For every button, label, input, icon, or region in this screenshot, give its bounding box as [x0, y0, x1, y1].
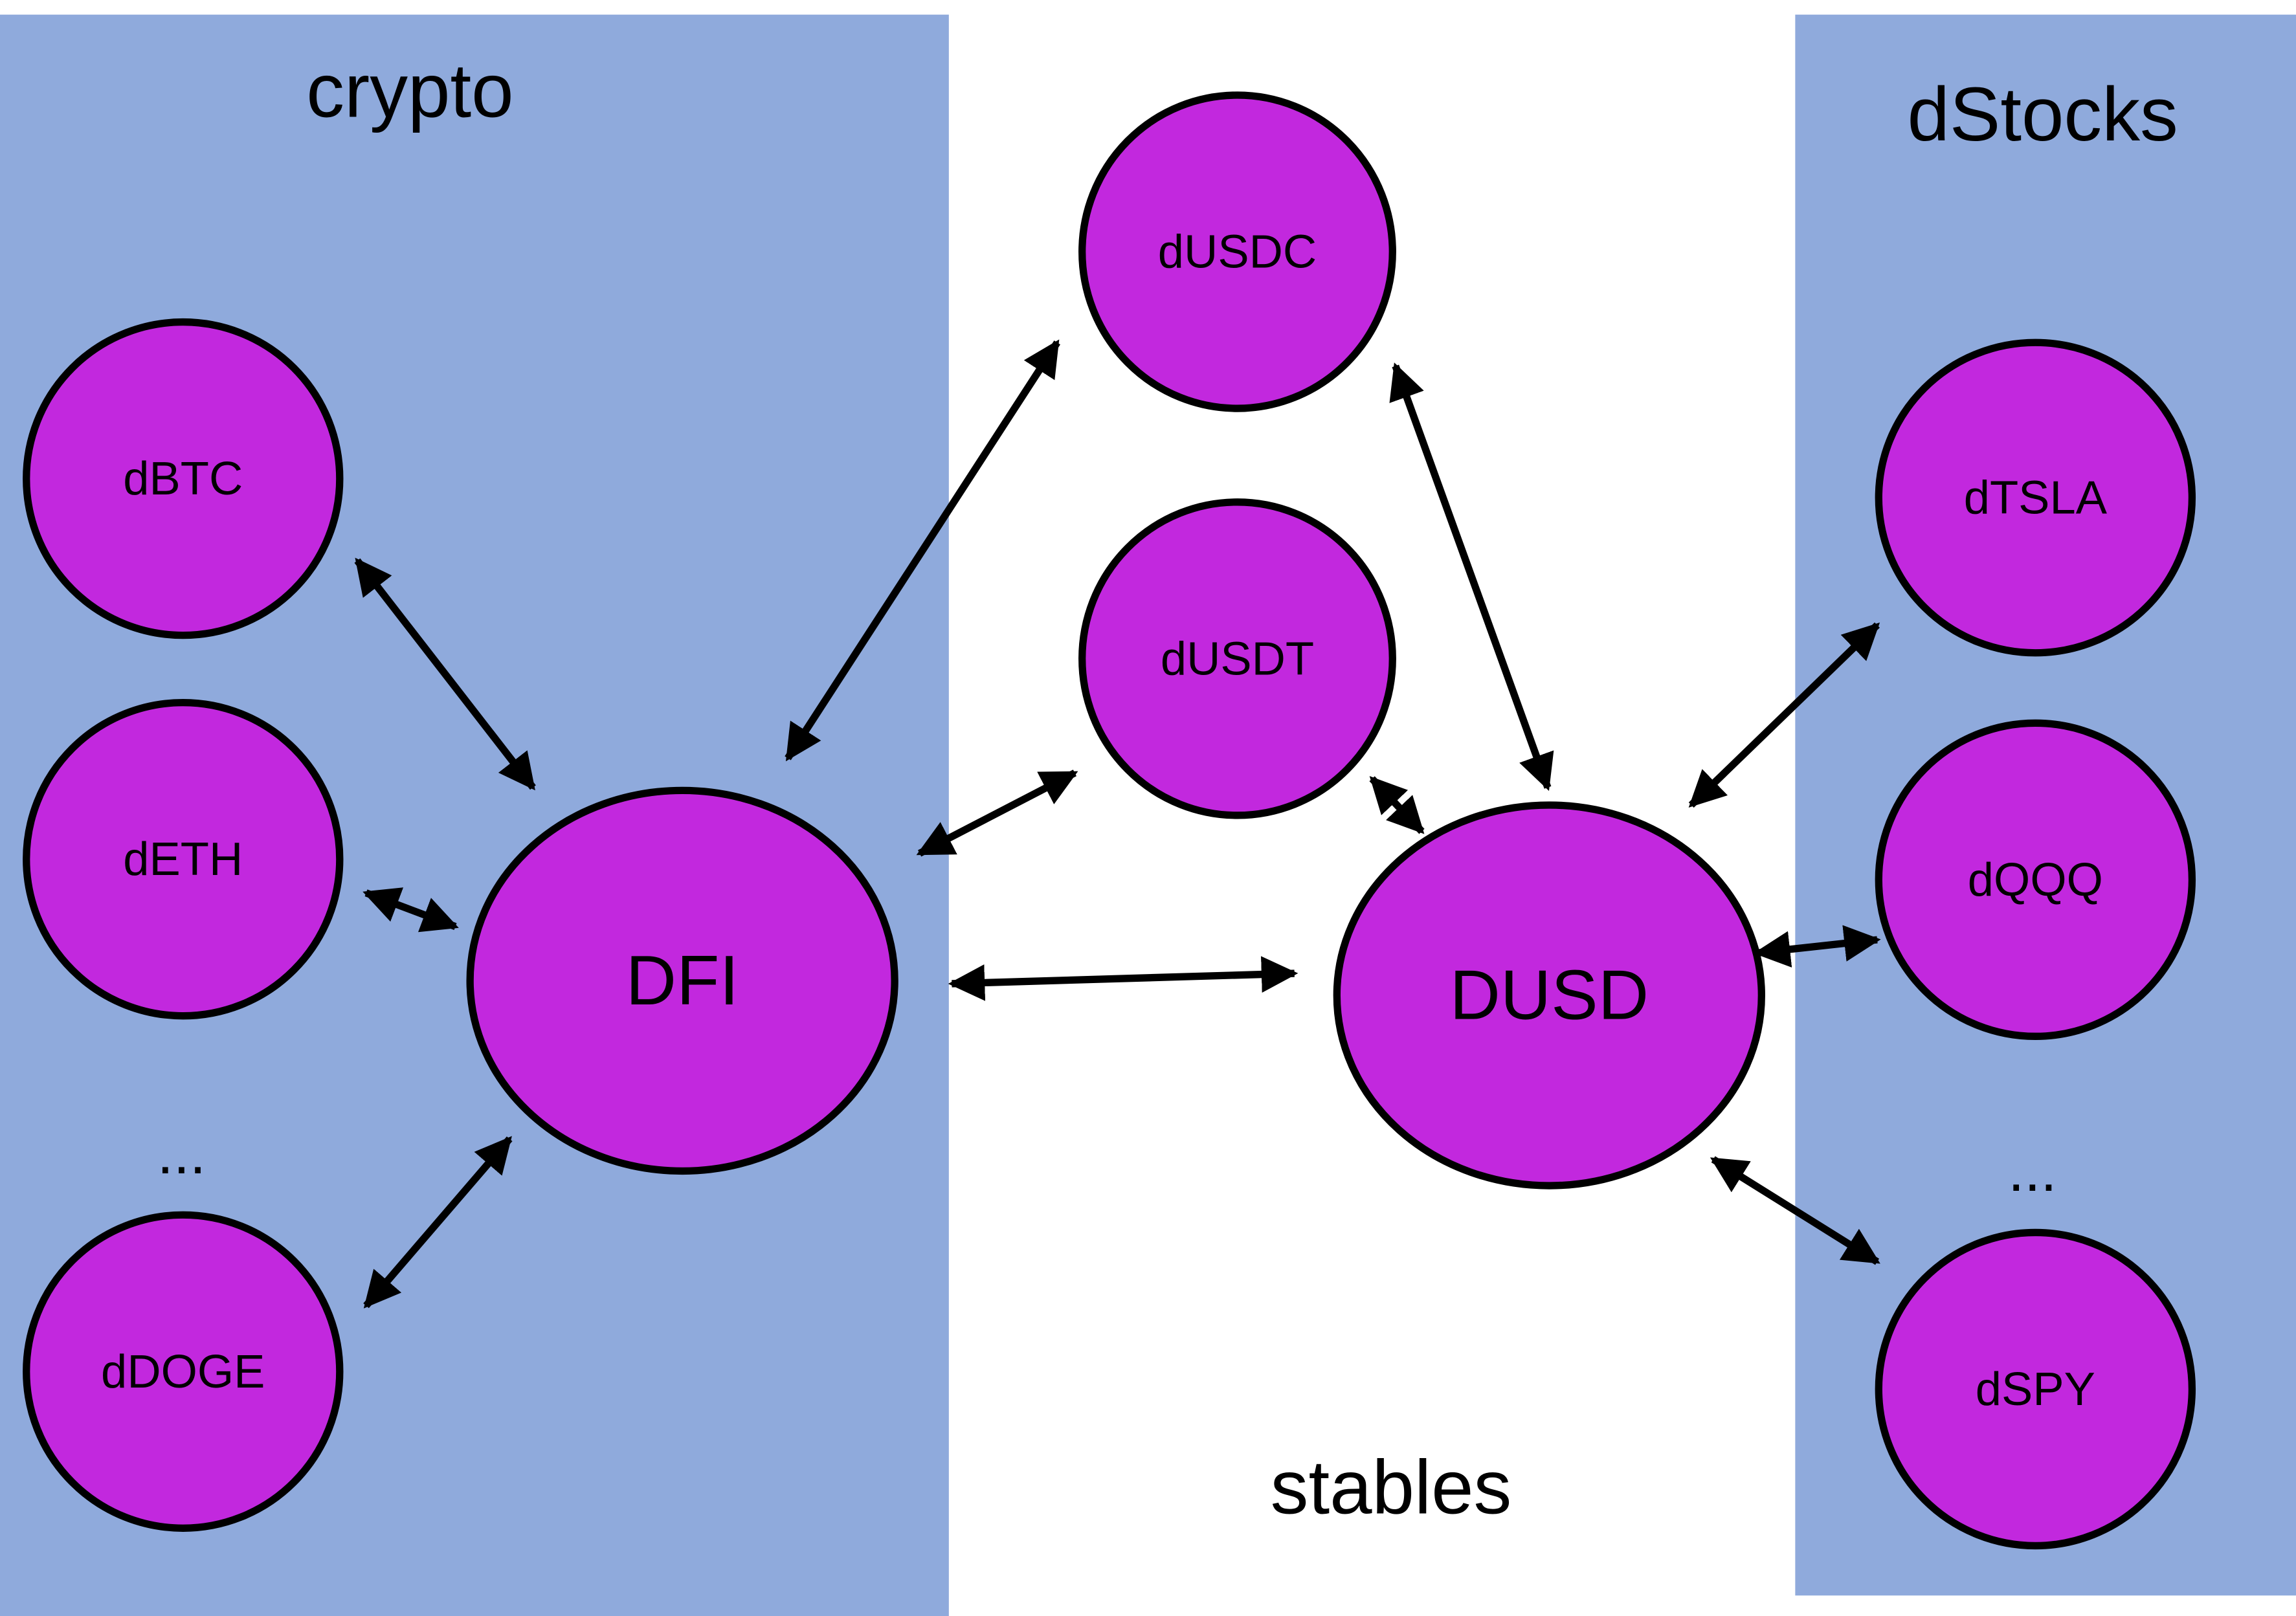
node-label: dBTC [123, 452, 243, 505]
node-shape [1078, 498, 1396, 819]
edge-ddoge-dfi [363, 1136, 513, 1309]
node-ddoge: dDOGE [23, 1211, 344, 1532]
node-label: dQQQ [1968, 854, 2103, 906]
node-label: DUSD [1449, 957, 1649, 1035]
edge-dusd-dqqq [1753, 925, 1881, 968]
node-label: dETH [123, 833, 243, 885]
node-label: DFI [626, 942, 739, 1020]
dstocks-more-ellipsis: ... [2008, 1138, 2056, 1204]
region-label-stables: stables [1271, 1444, 1512, 1529]
nodes-layer: dBTC dETH dDOGE DFI dUSDC dUSDT DUSD dTSLA dQQQ d… [23, 91, 2196, 1550]
edge-dfi-dusd [948, 956, 1298, 1001]
region-label-crypto: crypto [306, 49, 513, 133]
node-shape [23, 318, 344, 639]
node-dqqq: dQQQ [1875, 719, 2196, 1040]
node-label: dTSLA [1964, 472, 2108, 524]
edge-dusd-dtsla [1688, 622, 1880, 808]
node-shape [1875, 338, 2196, 657]
node-label: dDOGE [101, 1345, 265, 1398]
edge-dfi-dusdc [785, 339, 1060, 762]
region-label-dstocks: dStocks [1907, 72, 2178, 157]
node-shape [1333, 801, 1765, 1190]
node-deth: dETH [23, 698, 344, 1020]
edge-dbtc-dfi [354, 557, 536, 791]
node-shape [466, 786, 898, 1175]
node-shape [1875, 1228, 2196, 1550]
node-dtsla: dTSLA [1875, 338, 2196, 657]
node-dfi: DFI [466, 786, 898, 1175]
node-shape [1078, 91, 1396, 412]
node-dspy: dSPY [1875, 1228, 2196, 1550]
node-shape [1875, 719, 2196, 1040]
node-shape [23, 698, 344, 1020]
edge-dusdc-dusd [1389, 362, 1554, 791]
edges-layer [354, 339, 1881, 1309]
edge-dfi-dusdt [916, 769, 1078, 857]
node-label: dUSDT [1161, 632, 1314, 685]
node-label: dUSDC [1158, 226, 1317, 278]
node-label: dSPY [1976, 1363, 2095, 1415]
node-dbtc: dBTC [23, 318, 344, 639]
edge-dusdt-dusd [1369, 776, 1425, 834]
node-dusd: DUSD [1333, 801, 1765, 1190]
edge-deth-dfi [362, 887, 459, 933]
crypto-more-ellipsis: ... [157, 1121, 206, 1186]
node-dusdc: dUSDC [1078, 91, 1396, 412]
edge-dusd-dspy [1710, 1156, 1880, 1265]
node-shape [23, 1211, 344, 1532]
node-dusdt: dUSDT [1078, 498, 1396, 819]
